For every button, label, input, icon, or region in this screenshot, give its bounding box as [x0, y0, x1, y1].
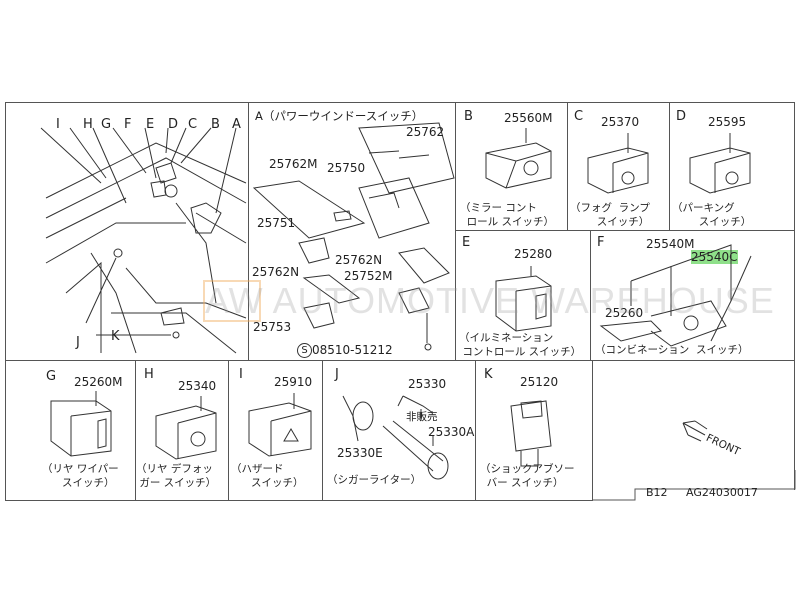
- part-25370[interactable]: 25370: [601, 115, 640, 129]
- callout-a: A: [232, 117, 241, 132]
- callout-j: J: [76, 335, 80, 350]
- panel-c-caption: （フォグ ランプ スイッチ）: [570, 202, 650, 228]
- parking-switch-drawing: [689, 133, 751, 194]
- part-25260[interactable]: 25260: [605, 306, 644, 320]
- part-25910[interactable]: 25910: [274, 375, 313, 389]
- part-25330[interactable]: 25330: [408, 377, 447, 391]
- panel-b-caption: （ミラー コント ロール スイッチ）: [460, 202, 555, 228]
- part-25752m[interactable]: 25752M: [344, 269, 393, 283]
- panel-h-caption: （リヤ デフォッ ガー スイッチ）: [136, 463, 217, 489]
- overview-panel: I H G F E D C B A J K: [5, 102, 249, 361]
- part-25762n-left[interactable]: 25762N: [252, 265, 300, 279]
- callout-f: F: [124, 117, 132, 132]
- cigarette-lighter-drawing: [342, 395, 449, 480]
- callout-g: G: [101, 117, 112, 132]
- panel-j-caption: （シガーライター）: [327, 474, 422, 486]
- shock-absorber-switch-drawing: [510, 400, 552, 467]
- panel-e-letter: E: [462, 235, 471, 250]
- rear-wiper-switch-drawing: [50, 391, 112, 457]
- front-direction-panel: FRONT: [592, 360, 795, 490]
- rear-defogger-switch-drawing: [155, 396, 217, 460]
- part-25753[interactable]: 25753: [253, 320, 292, 334]
- panel-b: B 25560M （ミラー コント ロール スイッチ）: [455, 102, 568, 231]
- panel-e-caption: （イルミネーション コントロール スイッチ）: [459, 332, 582, 358]
- mirror-control-switch-drawing: [485, 128, 552, 189]
- part-25750[interactable]: 25750: [327, 161, 366, 175]
- hazard-switch-drawing: [248, 393, 312, 457]
- dashboard-overview-drawing: [40, 127, 247, 354]
- panel-a-power-window-switch: A（パワーウインドースイッチ） 25762 25762M 25750 25751…: [248, 102, 456, 361]
- part-25330e[interactable]: 25330E: [337, 446, 383, 460]
- part-25595[interactable]: 25595: [708, 115, 747, 129]
- part-08510-51212[interactable]: 08510-51212: [312, 343, 393, 357]
- part-25560m[interactable]: 25560M: [504, 111, 553, 125]
- callout-k: K: [111, 329, 120, 344]
- panel-g-caption: （リヤ ワイパー スイッチ）: [42, 463, 119, 489]
- combination-switch-drawing: [599, 244, 752, 347]
- part-25260m[interactable]: 25260M: [74, 375, 123, 389]
- watermark: AW AUTOMOTIVE WAREHOUSE: [205, 280, 775, 321]
- panel-c: C 25370 （フォグ ランプ スイッチ）: [567, 102, 670, 231]
- front-arrow-icon: [682, 420, 708, 442]
- panel-e: E 25280 （イルミネーション コントロール スイッチ）: [455, 230, 591, 361]
- callout-e: E: [146, 117, 155, 132]
- part-25540m[interactable]: 25540M: [646, 237, 695, 251]
- part-25751[interactable]: 25751: [257, 216, 296, 230]
- part-25280[interactable]: 25280: [514, 247, 553, 261]
- part-25762n-right[interactable]: 25762N: [335, 253, 383, 267]
- illumination-control-switch-drawing: [495, 266, 552, 332]
- part-25762m[interactable]: 25762M: [269, 157, 318, 171]
- panel-b-letter: B: [464, 109, 473, 124]
- model-code: B12: [646, 486, 668, 499]
- callout-b: B: [211, 117, 220, 132]
- part-25340[interactable]: 25340: [178, 379, 217, 393]
- callout-h: H: [83, 117, 93, 132]
- panel-i: I 25910 （ハザード スイッチ）: [228, 360, 323, 501]
- panel-i-letter: I: [239, 367, 243, 382]
- panel-h-letter: H: [144, 367, 154, 382]
- panel-f: F 25540M 25540C 25260 （コンビネーション スイッチ）: [590, 230, 795, 361]
- panel-d-caption: （パーキング スイッチ）: [672, 202, 752, 228]
- callout-d: D: [168, 117, 179, 132]
- not-sold-note: 非販売: [406, 411, 438, 423]
- part-25762[interactable]: 25762: [406, 125, 445, 139]
- panel-a-title: A（パワーウインドースイッチ）: [255, 109, 424, 123]
- panel-g: G 25260M （リヤ ワイパー スイッチ）: [5, 360, 136, 501]
- callout-c: C: [188, 117, 198, 132]
- panel-k: K 25120 （ショックアブソー バー スイッチ）: [475, 360, 593, 501]
- panel-i-caption: （ハザード スイッチ）: [231, 463, 304, 489]
- part-25540c-highlighted[interactable]: 25540C: [691, 250, 738, 264]
- callout-i: I: [56, 117, 60, 132]
- panel-f-caption: （コンビネーション スイッチ）: [595, 344, 749, 356]
- panel-j: J 25330 非販売 25330A 25330E （シガーライター）: [322, 360, 476, 501]
- panel-d-letter: D: [676, 109, 687, 124]
- watermark-logo: [203, 280, 261, 322]
- panel-k-caption: （ショックアブソー バー スイッチ）: [480, 463, 575, 489]
- power-window-switch-drawing: [252, 122, 455, 351]
- part-25120[interactable]: 25120: [520, 375, 559, 389]
- panel-g-letter: G: [46, 369, 57, 384]
- panel-h: H 25340 （リヤ デフォッ ガー スイッチ）: [135, 360, 229, 501]
- panel-d: D 25595 （パーキング スイッチ）: [669, 102, 795, 231]
- panel-f-letter: F: [597, 235, 605, 250]
- fog-lamp-switch-drawing: [587, 133, 649, 194]
- diagram-code: AG24030017: [686, 486, 758, 499]
- panel-j-letter: J: [335, 367, 339, 382]
- panel-c-letter: C: [574, 109, 584, 124]
- screw-symbol: S: [297, 343, 312, 358]
- panel-k-letter: K: [484, 367, 493, 382]
- part-25330a[interactable]: 25330A: [428, 425, 475, 439]
